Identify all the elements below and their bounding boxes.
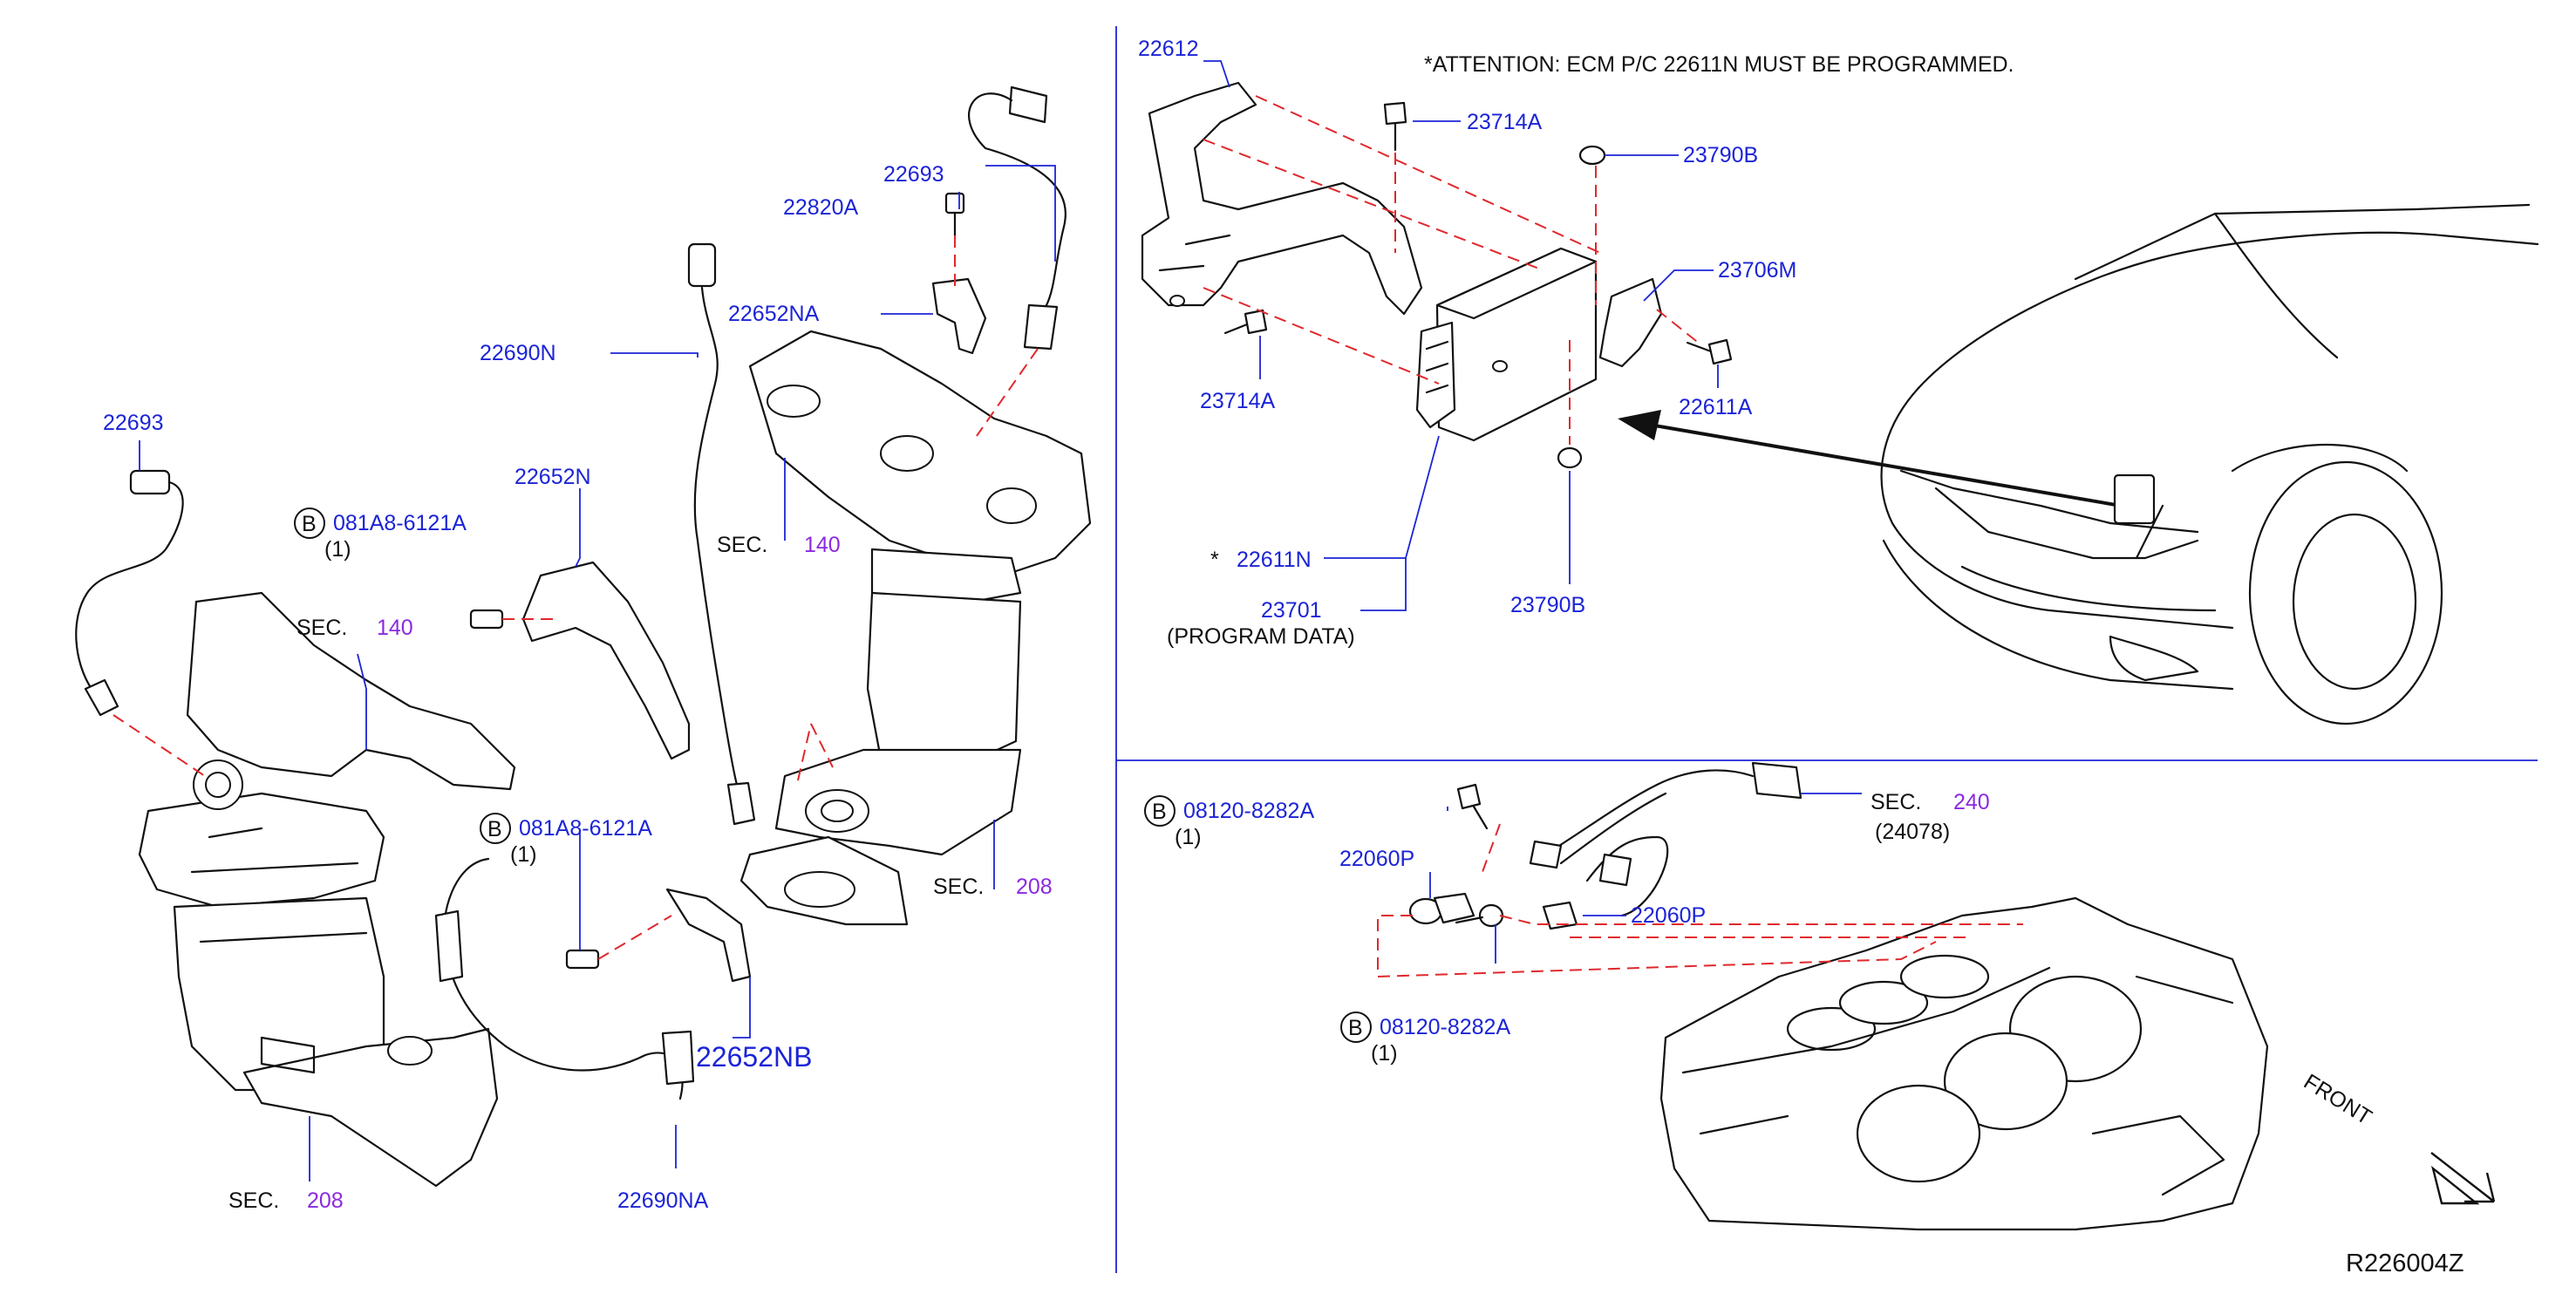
vehicle-illustration xyxy=(1880,203,2539,725)
bracket-22652NA xyxy=(931,192,987,355)
label-23714A-bottom: 23714A xyxy=(1200,389,1276,413)
label-qty-3: (1) xyxy=(1175,825,1202,849)
front-indicator: FRONT xyxy=(2300,1069,2496,1205)
label-081A8-6121A-1: 081A8-6121A xyxy=(333,511,467,535)
label-sec-240: SEC. xyxy=(1871,790,1921,814)
front-label: FRONT xyxy=(2300,1069,2376,1129)
label-22820A: 22820A xyxy=(783,195,859,220)
knock-sensor-left xyxy=(1408,892,1475,925)
label-08120-8282A-bottom: 08120-8282A xyxy=(1380,1015,1510,1039)
front-arrow-icon xyxy=(2430,1152,2496,1205)
label-sec-140-right: SEC. xyxy=(717,533,767,557)
label-sec-140-left-num: 140 xyxy=(377,616,413,640)
label-22693-left: 22693 xyxy=(103,411,164,435)
label-081A8-6121A-2: 081A8-6121A xyxy=(519,816,652,841)
badge-b-3: B xyxy=(1144,795,1176,827)
nut-23790B-bottom xyxy=(1557,446,1583,469)
badge-letter: B xyxy=(487,817,502,841)
label-22693-right: 22693 xyxy=(883,162,944,187)
label-22690NA: 22690NA xyxy=(617,1188,709,1213)
badge-letter: B xyxy=(1348,1016,1363,1040)
label-22060P-left: 22060P xyxy=(1339,847,1414,871)
ecm-unit-22611N xyxy=(1415,247,1598,442)
sensor-22690N xyxy=(687,242,756,826)
label-22652N: 22652N xyxy=(515,465,591,489)
label-22611A: 22611A xyxy=(1679,395,1753,419)
label-qty-2: (1) xyxy=(510,842,537,867)
ecm-leaders xyxy=(1203,60,1719,611)
ecm-panel: *ATTENTION: ECM P/C 22611N MUST BE PROGR… xyxy=(1138,37,2539,725)
label-ecm-star: * xyxy=(1210,548,1219,572)
bracket-23706M xyxy=(1598,277,1663,368)
label-sec-208-left: SEC. xyxy=(228,1188,279,1213)
engine-block xyxy=(1659,896,2269,1231)
left-panel: 22693 B 081A8-6121A (1) 22652N SEC. 140 … xyxy=(75,85,1092,1213)
attention-note: *ATTENTION: ECM P/C 22611N MUST BE PROGR… xyxy=(1424,52,2014,77)
engine-panel-leaders xyxy=(1429,793,1862,964)
label-23706M: 23706M xyxy=(1718,258,1796,283)
left-exhaust-manifold-catalyst xyxy=(138,591,516,1188)
badge-b-4: B xyxy=(1340,1011,1372,1043)
label-22652NA: 22652NA xyxy=(728,302,820,326)
left-panel-leaders xyxy=(139,165,1056,1182)
label-sec-240-num: 240 xyxy=(1953,790,1990,814)
badge-b-1: B xyxy=(294,507,325,539)
label-sec-208-right-num: 208 xyxy=(1016,875,1053,899)
label-24078: (24078) xyxy=(1875,820,1950,844)
badge-letter: B xyxy=(302,512,317,536)
label-qty-1: (1) xyxy=(324,537,351,562)
bolt-22611A xyxy=(1686,338,1733,365)
label-23790B-bottom: 23790B xyxy=(1510,593,1585,617)
bolt-23714A-top xyxy=(1383,101,1407,152)
label-sec-140-left: SEC. xyxy=(296,616,347,640)
label-22612: 22612 xyxy=(1138,37,1199,61)
badge-b-2: B xyxy=(480,813,511,844)
label-23790B-top: 23790B xyxy=(1683,143,1758,167)
bracket-22652NB-sensor-22690NA xyxy=(434,857,752,1100)
badge-letter: B xyxy=(1152,800,1167,824)
label-program-data: (PROGRAM DATA) xyxy=(1167,624,1355,649)
engine-dash-lines xyxy=(1377,823,2023,978)
label-22690N: 22690N xyxy=(480,341,556,365)
left-oxygen-sensor xyxy=(75,469,206,777)
bolt-08120-8282A-upper xyxy=(1456,783,1489,830)
label-22611N: 22611N xyxy=(1237,548,1312,572)
knock-sensor-harness xyxy=(1529,761,1803,930)
bolt-23714A-bottom xyxy=(1223,309,1268,335)
right-oxygen-sensor xyxy=(968,85,1067,437)
ecm-dash-lines xyxy=(1203,95,1701,445)
ecm-location-arrow xyxy=(1618,410,2122,507)
bracket-22612 xyxy=(1141,81,1423,316)
label-qty-4: (1) xyxy=(1371,1041,1398,1066)
label-sec-208-left-num: 208 xyxy=(307,1188,344,1213)
nut-23790B-top xyxy=(1578,145,1606,166)
bracket-22652N xyxy=(469,561,691,760)
label-23701: 23701 xyxy=(1261,598,1322,623)
label-sec-140-right-num: 140 xyxy=(804,533,841,557)
label-22060P-right: 22060P xyxy=(1631,903,1706,928)
label-22652NB: 22652NB xyxy=(696,1041,812,1073)
label-08120-8282A-top: 08120-8282A xyxy=(1183,799,1314,823)
label-sec-208-right: SEC. xyxy=(933,875,984,899)
diagram-code: R226004Z xyxy=(2346,1250,2464,1277)
engine-panel: B 08120-8282A (1) 22060P 22060P B 08120-… xyxy=(1144,761,2496,1277)
right-exhaust-manifold-catalyst xyxy=(739,330,1092,926)
label-23714A-top: 23714A xyxy=(1467,110,1543,134)
